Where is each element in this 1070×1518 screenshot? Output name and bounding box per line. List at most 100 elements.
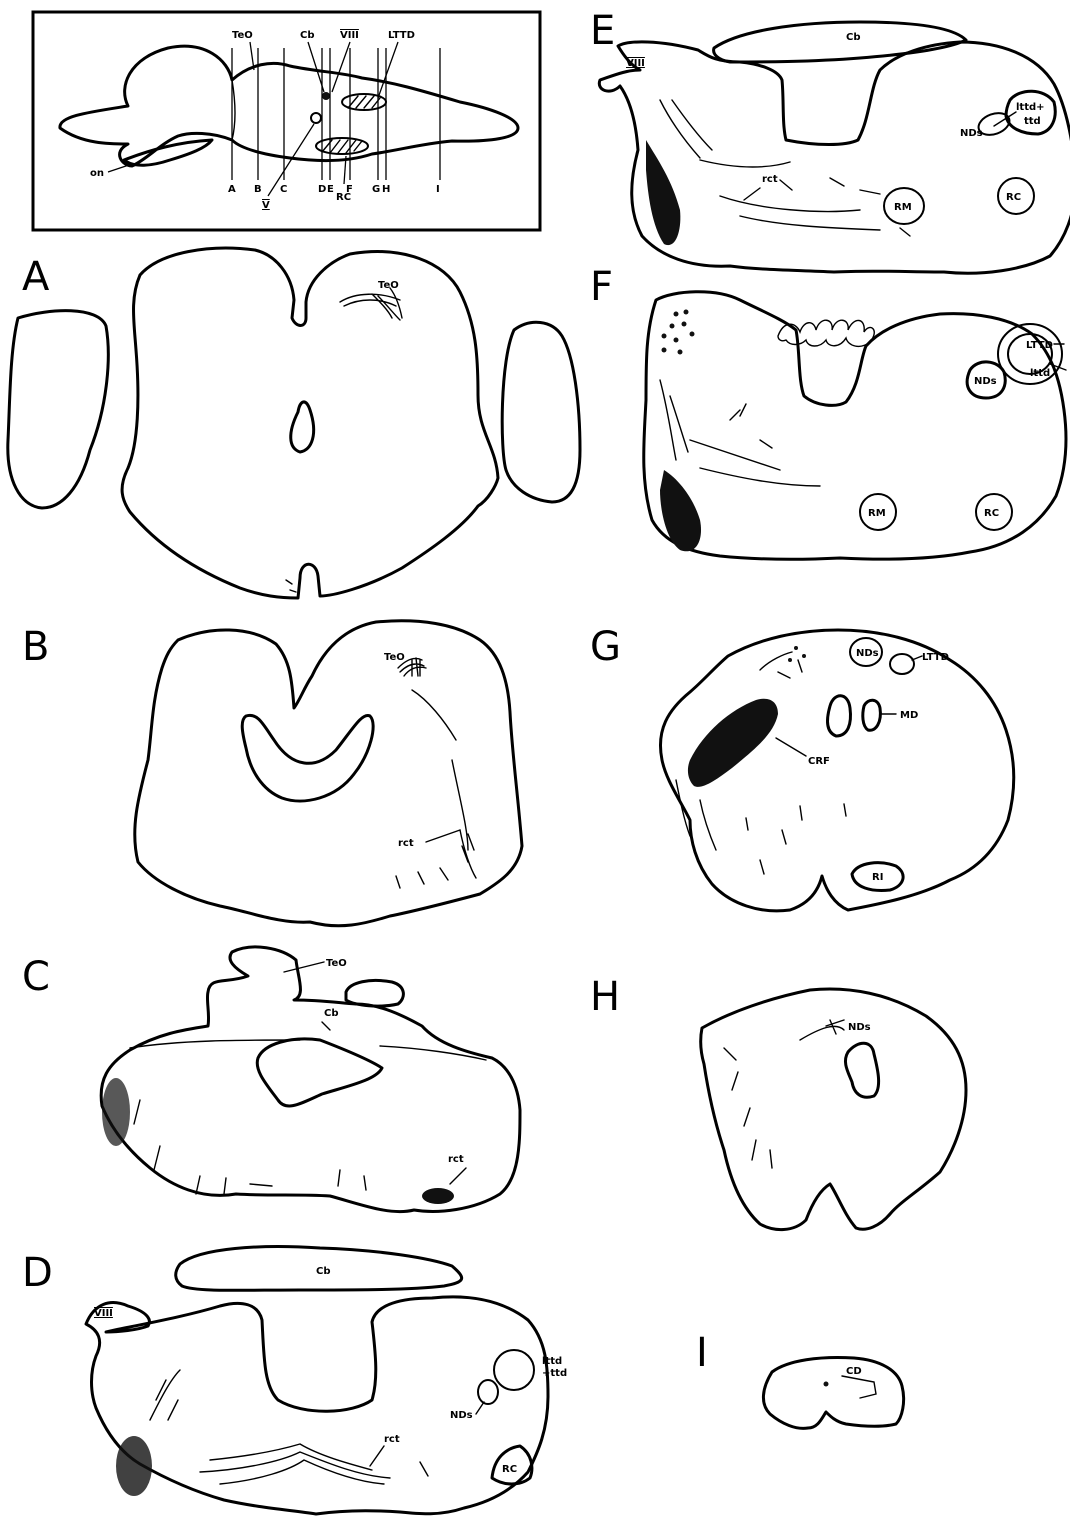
inset-optic-nerve [124,140,212,165]
panel-c-dark-left [102,1078,130,1146]
inset-label-on: on [90,168,104,179]
panel-b-ventricle [242,715,373,801]
panel-b-letter: B [22,624,49,670]
panel-f-label-lttd-lower: lttd [1030,368,1050,379]
panel-b-rct-pointer [426,830,460,842]
panel-g-label-lttd: LTTD [922,652,949,663]
panel-a-label-teo: TeO [378,280,399,291]
panel-d-label-cb: Cb [316,1266,331,1277]
panel-a-section-outline [122,248,498,598]
panel-d-label-lttd: lttd [542,1356,562,1367]
panel-f-dark-left [660,470,701,551]
panel-f-cerebellum-folds [778,320,874,346]
panel-e-dark-left [646,140,680,245]
inset-label-rc: RC [336,192,351,203]
inset-label-i: I [436,184,440,195]
panel-d-label-ttd: +ttd [542,1368,567,1379]
panel-g-md-circle [863,700,881,730]
panel-h-canal [845,1043,878,1097]
panel-h-fibers [724,1020,844,1168]
panel-c-ventricle [257,1039,382,1106]
panel-d-section-outline [86,1297,548,1514]
panel-g-lttd-circle [890,654,914,674]
panel-e-label-rct: rct [762,174,778,185]
panel-i-label-cd: CD [846,1366,862,1377]
panel-i: I CD [696,1330,904,1428]
panel-b: B TeO rct [22,621,522,926]
panel-a: A TeO [8,248,580,598]
inset-label-v: V [262,200,270,211]
panel-f-section-outline [644,292,1066,560]
inset-label-h: H [382,184,390,195]
panel-d-dark-left [116,1436,152,1496]
inset-section-lines [108,42,440,196]
panel-f: F LTTD lttd NDs RM RC [590,264,1066,559]
panel-g-label-ri: RI [872,872,883,883]
inset-frame [33,12,540,230]
panel-d-label-viii: VIII [94,1308,113,1319]
inset-label-c: C [280,184,287,195]
panel-e-label-nds: NDs [960,128,983,139]
inset-label-g: G [372,184,380,195]
inset-rc-hatch [322,140,362,153]
panel-e-label-rm: RM [894,202,912,213]
inset-label-viii: VIII [340,30,359,41]
panel-g-label-nds: NDs [856,648,879,659]
panel-d-nds-circle [478,1380,498,1404]
panel-g-dots [788,646,806,662]
panel-h-section-outline [701,989,966,1230]
inset-label-a: A [228,184,236,195]
panel-f-label-nds: NDs [974,376,997,387]
inset-rc-region [316,138,368,154]
panel-c-dark-rct [422,1188,454,1204]
panel-h: H NDs [590,974,966,1230]
panel-e-label-ttd: ttd [1024,116,1041,127]
panel-i-dot [824,1382,829,1387]
panel-a-right-lobe [502,322,580,502]
inset-lttd-hatch [348,96,380,108]
panel-g-letter: G [590,624,621,670]
panel-a-fibers [340,288,402,320]
panel-g: G NDs LTTD MD CRF RI [590,624,1014,911]
panel-e-label-rc: RC [1006,192,1021,203]
panel-i-canal [842,1376,876,1398]
panel-f-letter: F [590,264,613,310]
panel-c-fibers [130,1022,486,1194]
panel-e-letter: E [590,8,615,54]
panel-d-label-nds: NDs [450,1410,473,1421]
panel-e-label-lttd: lttd+ [1016,102,1045,113]
panel-c-letter: C [22,954,50,1000]
inset-label-d: D [318,184,326,195]
panel-i-section-outline [763,1358,903,1429]
inset-brain-outline [60,46,518,166]
panel-g-dark-crf [688,699,778,787]
inset-label-b: B [254,184,262,195]
inset-cb-dot [322,92,330,100]
panel-c-teo-fragment [346,980,403,1006]
inset-label-lttd: LTTD [388,30,415,41]
panel-f-label-rc: RC [984,508,999,519]
panel-d-fibers [150,1370,428,1484]
panel-g-label-md: MD [900,710,918,721]
panel-c-label-rct: rct [448,1154,464,1165]
panel-a-letter: A [22,254,50,300]
panel-a-ventral-fibers [286,580,296,592]
panel-f-dots [662,310,695,355]
panel-d-lttd-circle [494,1350,534,1390]
inset-label-cb: Cb [300,30,315,41]
panel-c: C TeO Cb rct [22,947,520,1212]
panel-g-canal [828,696,851,736]
panel-a-ventricle [291,402,314,452]
panel-e-label-viii: VIII [626,58,645,69]
panel-f-label-lttd: LTTD [1026,340,1053,351]
panel-h-letter: H [590,974,620,1020]
inset-label-e: E [327,184,334,195]
panel-e-cerebellum [714,22,966,62]
inset-v-root [311,113,321,123]
panel-c-teo-pointer [284,962,324,972]
inset-panel: TeO Cb VIII LTTD on A B C D E F G H I V … [33,12,540,230]
panel-c-label-teo: TeO [326,958,347,969]
panel-f-label-rm: RM [868,508,886,519]
panel-b-section-outline [135,621,522,926]
